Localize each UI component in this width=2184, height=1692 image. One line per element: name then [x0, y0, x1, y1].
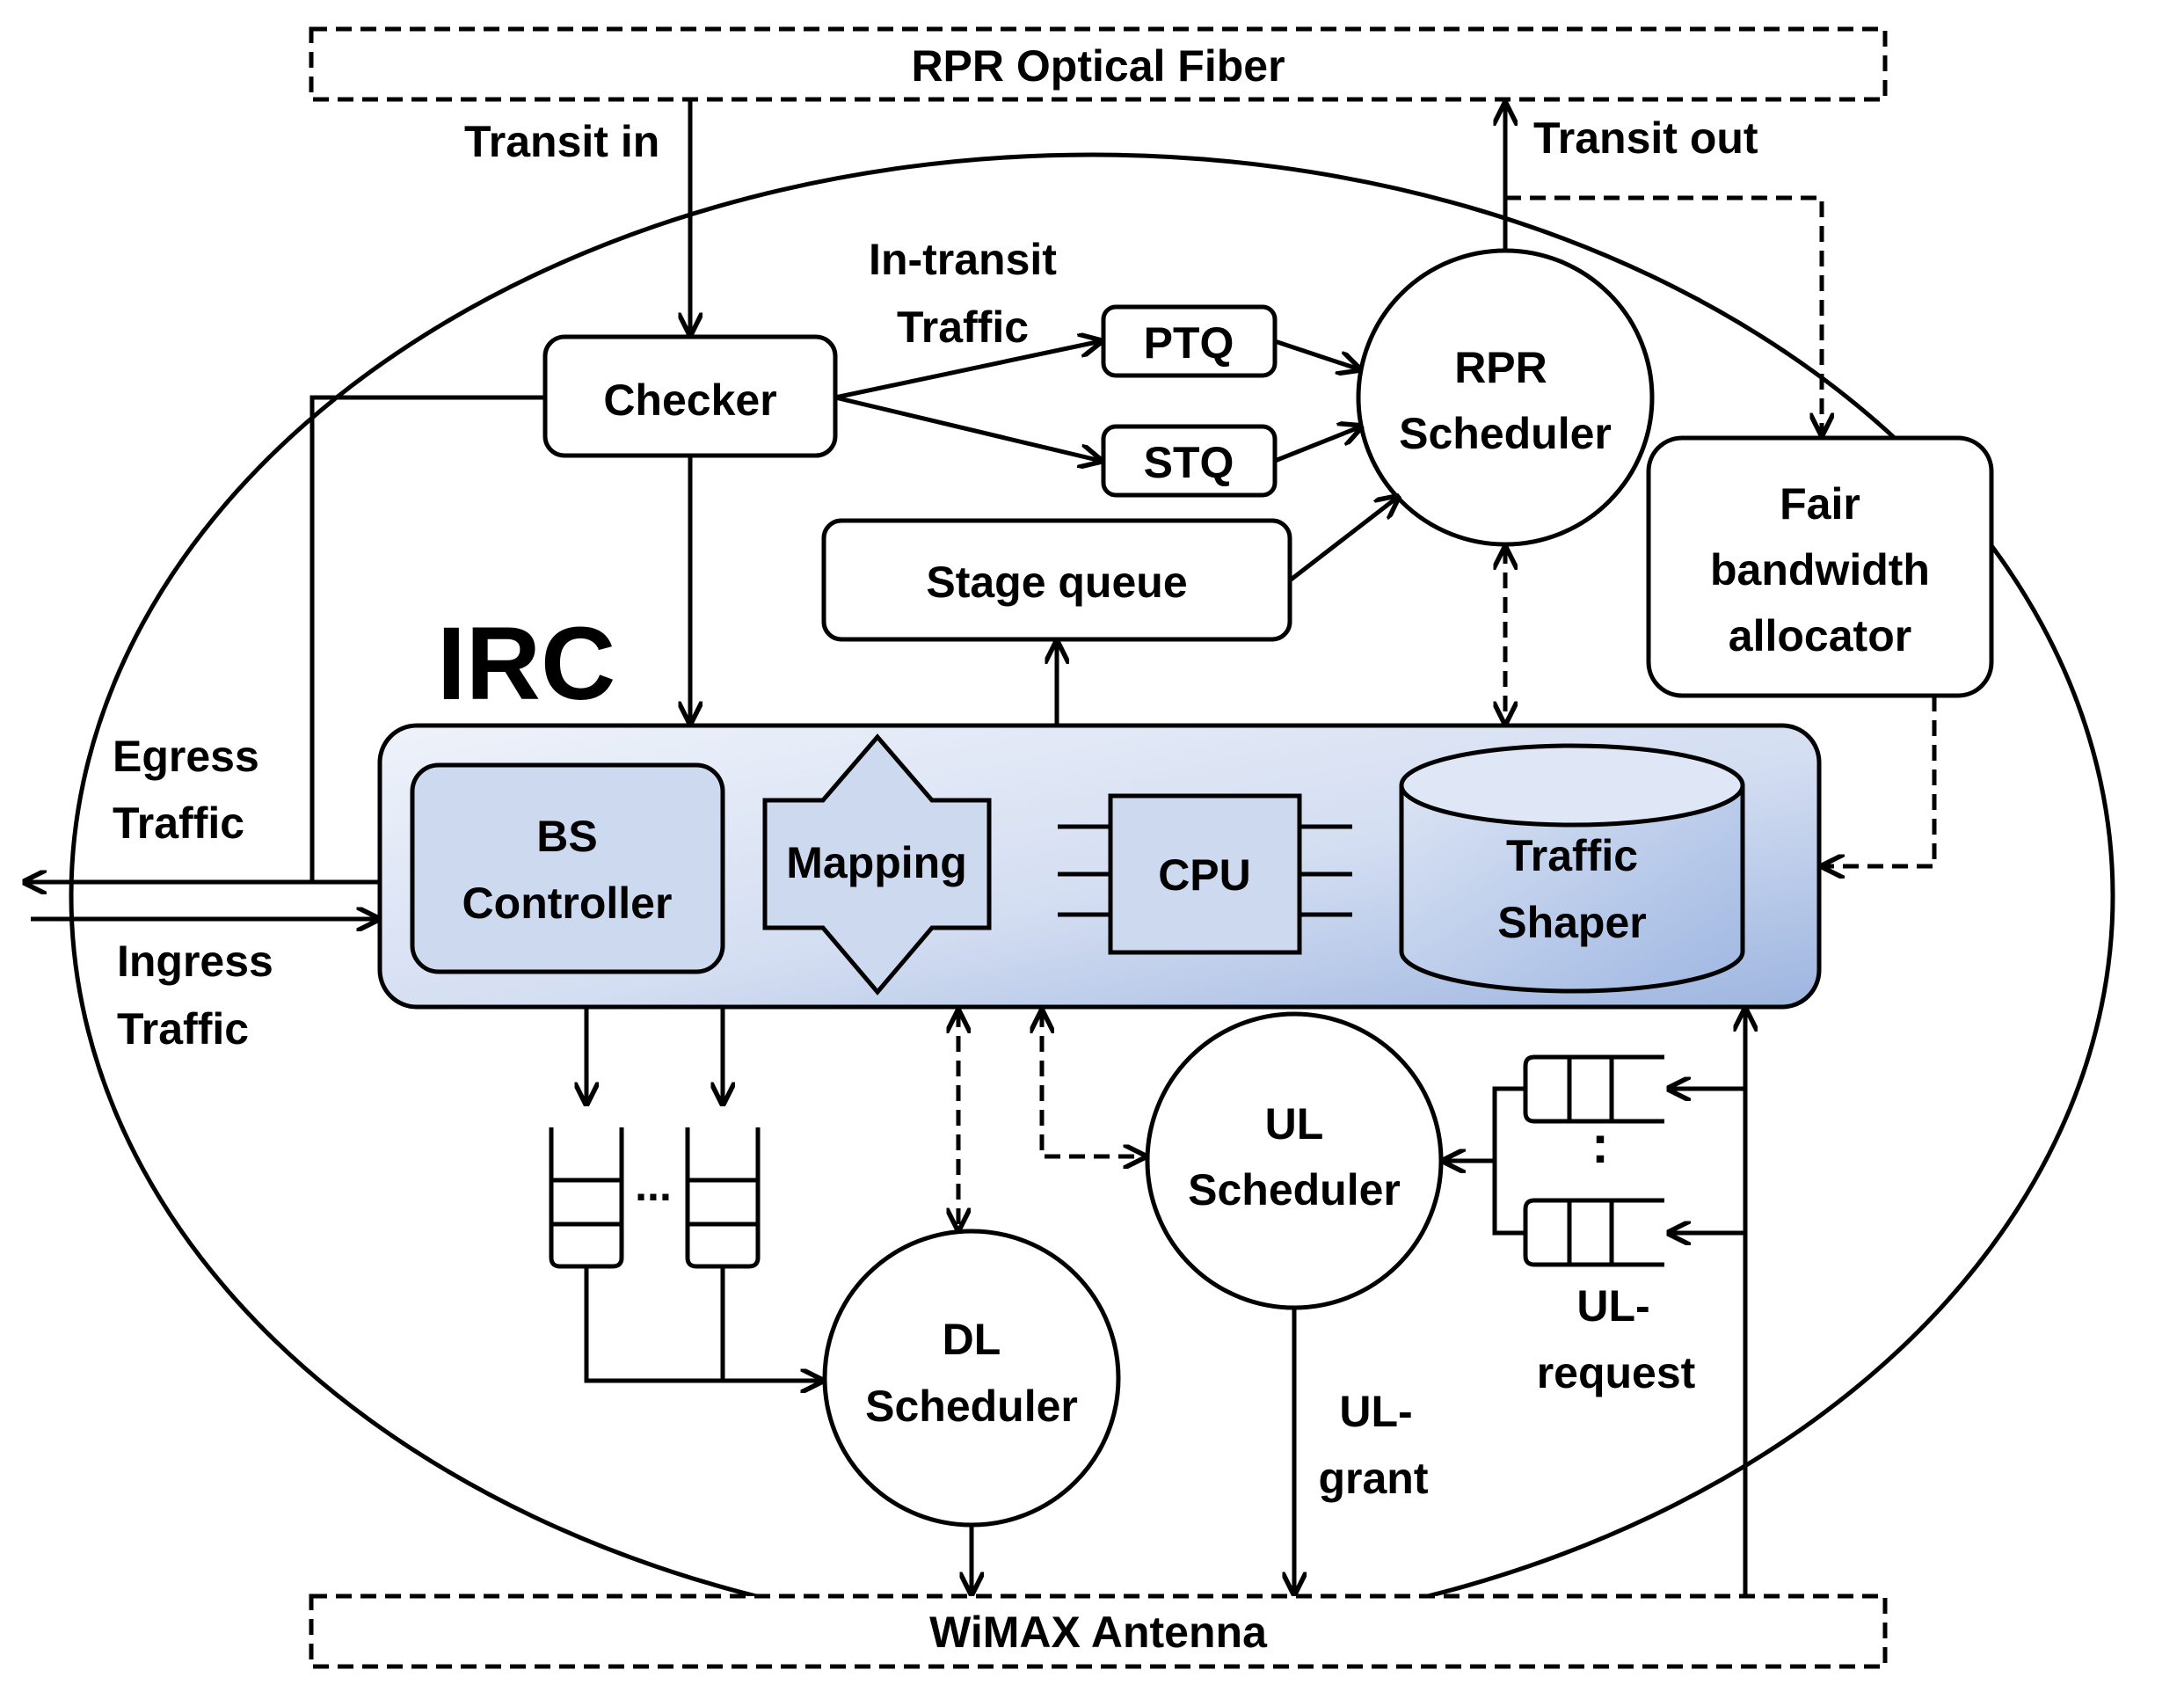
ul-grant-label-line2: grant	[1319, 1454, 1429, 1503]
dashed-fair-irc	[1823, 696, 1937, 866]
fair-bw-label-line1: Fair	[1780, 479, 1860, 529]
stage-queue: Stage queue	[821, 518, 1292, 642]
bs-controller-label-line2: Controller	[462, 879, 673, 928]
stq-label: STQ	[1144, 438, 1234, 487]
rpr-optical-fiber-label: RPR Optical Fiber	[911, 41, 1285, 91]
ptq-queue: PTQ	[1101, 304, 1278, 378]
traffic-shaper-label-line1: Traffic	[1506, 831, 1638, 880]
line-dlq1-dl	[584, 1266, 822, 1381]
ptq-label: PTQ	[1144, 318, 1234, 368]
rpr-scheduler: RPR Scheduler	[1356, 248, 1655, 547]
dl-queue-ellipsis: ...	[635, 1161, 672, 1210]
dl-scheduler-label-line2: Scheduler	[865, 1382, 1078, 1431]
dl-queue-1	[549, 1127, 624, 1269]
irc-title: IRC	[437, 606, 615, 722]
dl-queue-2	[685, 1127, 761, 1269]
line-ulq-join	[1492, 1086, 1525, 1236]
rpr-scheduler-label-line1: RPR	[1454, 343, 1547, 392]
ul-queue-2	[1523, 1198, 1664, 1267]
traffic-shaper-label-line2: Shaper	[1497, 898, 1647, 947]
in-transit-traffic-label-line2: Traffic	[897, 303, 1029, 352]
connectors-dashed	[958, 195, 1937, 1229]
dashed-irc-ul	[1042, 1011, 1145, 1156]
mapping-label: Mapping	[786, 838, 967, 887]
ingress-traffic-label-line1: Ingress	[117, 937, 273, 986]
ul-scheduler-label-line1: UL	[1265, 1099, 1324, 1149]
fair-bandwidth-allocator: Fair bandwidth allocator	[1646, 435, 1994, 698]
cpu-label: CPU	[1158, 850, 1251, 900]
egress-traffic-label-line2: Traffic	[113, 799, 244, 848]
transit-in-label: Transit in	[464, 117, 659, 166]
cpu-chip: CPU	[1058, 793, 1352, 955]
arrow-stq-rpr	[1274, 427, 1361, 463]
ul-request-label-line1: UL-	[1576, 1281, 1649, 1331]
ul-grant-label-line1: UL-	[1339, 1387, 1412, 1436]
dashed-transit-fair	[1505, 195, 1822, 434]
dl-scheduler: DL Scheduler	[822, 1229, 1121, 1528]
arrow-stage-rpr	[1288, 497, 1398, 582]
connectors-solid	[25, 99, 1745, 1596]
checker-label: Checker	[603, 376, 776, 425]
ingress-traffic-label-line2: Traffic	[117, 1004, 249, 1054]
checker-box: Checker	[542, 334, 838, 458]
arrow-checker-stq	[834, 395, 1101, 461]
in-transit-traffic-label-line1: In-transit	[869, 235, 1057, 284]
line-checker-egress	[309, 395, 545, 882]
ul-scheduler: UL Scheduler	[1145, 1011, 1444, 1310]
stq-queue: STQ	[1101, 424, 1278, 498]
wimax-antenna-label: WiMAX Antenna	[929, 1608, 1268, 1657]
mapping-block: Mapping	[762, 733, 992, 996]
stage-queue-label: Stage queue	[926, 558, 1187, 607]
fair-bw-label-line2: bandwidth	[1710, 545, 1930, 594]
ul-queue-ellipsis: :	[1591, 1115, 1609, 1174]
transit-out-label: Transit out	[1533, 113, 1758, 163]
dl-scheduler-label-line1: DL	[943, 1315, 1001, 1364]
bs-controller-label-line1: BS	[536, 812, 597, 861]
ul-queue-1	[1523, 1054, 1664, 1124]
ul-scheduler-label-line2: Scheduler	[1188, 1165, 1401, 1214]
egress-traffic-label-line1: Egress	[113, 732, 259, 781]
bs-controller: BS Controller	[410, 762, 725, 974]
ul-request-label-line2: request	[1537, 1348, 1696, 1397]
traffic-shaper: Traffic Shaper	[1399, 743, 1745, 994]
wimax-antenna: WiMAX Antenna	[309, 1594, 1888, 1669]
fair-bw-label-line3: allocator	[1729, 611, 1911, 660]
rpr-optical-fiber: RPR Optical Fiber	[309, 26, 1888, 102]
arrow-ptq-rpr	[1274, 339, 1359, 369]
arrow-checker-ptq	[834, 341, 1101, 400]
rpr-scheduler-label-line2: Scheduler	[1399, 409, 1612, 458]
